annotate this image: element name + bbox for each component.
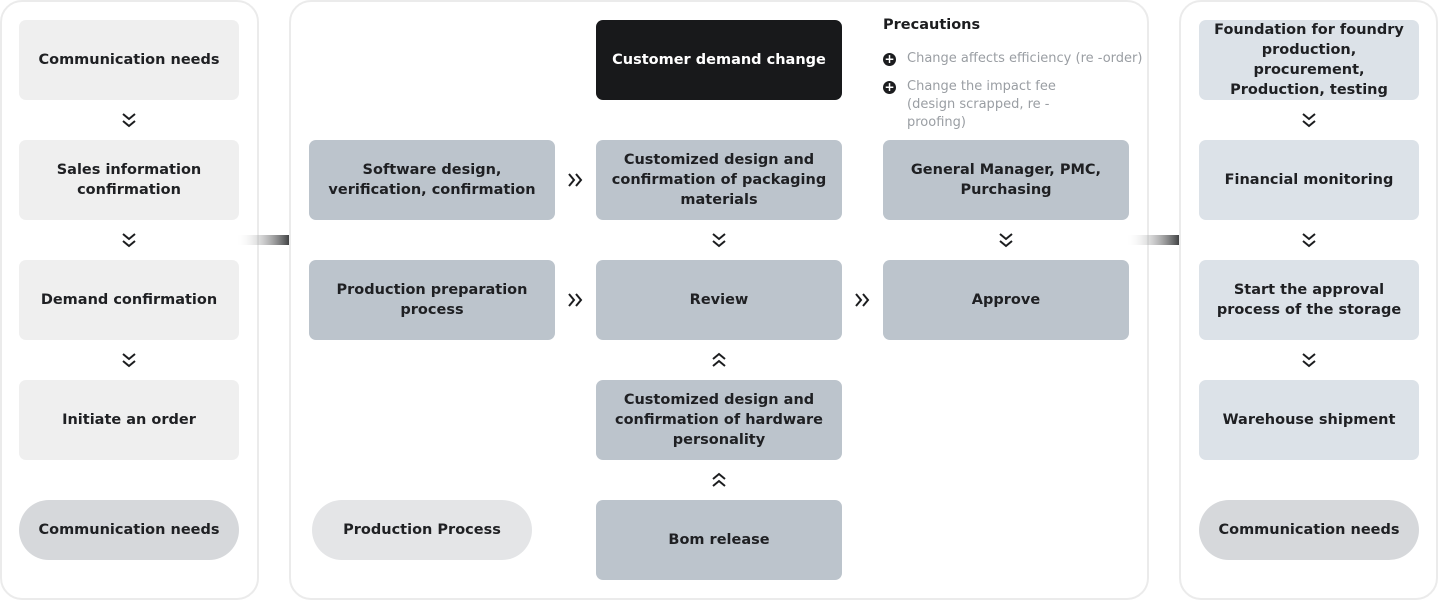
double-chevron-down-icon [1299, 230, 1319, 250]
plus-circle-icon: + [883, 52, 896, 66]
double-chevron-right-icon [565, 290, 585, 310]
demand-confirmation-box: Demand confirmation [19, 260, 239, 340]
approve-box: Approve [883, 260, 1129, 340]
financial-monitoring-box: Financial monitoring [1199, 140, 1419, 220]
precaution-item: Change affects efficiency (re -order) [907, 51, 1143, 66]
initiate-order-box: Initiate an order [19, 380, 239, 460]
production-process-pill: Production Process [312, 500, 532, 560]
communication-needs-pill: Communication needs [19, 500, 239, 560]
customer-demand-change-box: Customer demand change [596, 20, 842, 100]
precautions-title: Precautions [883, 17, 981, 33]
double-chevron-right-icon [852, 290, 872, 310]
plus-circle-icon: + [883, 80, 896, 94]
foundry-foundation-box: Foundation for foundry production, procu… [1199, 20, 1419, 100]
double-chevron-down-icon [1299, 110, 1319, 130]
precaution-item: Change the impact fee (design scrapped, … [907, 79, 1056, 130]
double-chevron-up-icon [709, 350, 729, 370]
double-chevron-down-icon [996, 230, 1016, 250]
software-design-box: Software design, verification, confirmat… [309, 140, 555, 220]
double-chevron-down-icon [709, 230, 729, 250]
double-chevron-down-icon [119, 110, 139, 130]
double-chevron-right-icon [565, 170, 585, 190]
production-preparation-box: Production preparation process [309, 260, 555, 340]
general-manager-box: General Manager, PMC, Purchasing [883, 140, 1129, 220]
double-chevron-down-icon [1299, 350, 1319, 370]
hardware-design-box: Customized design and confirmation of ha… [596, 380, 842, 460]
communication-needs-pill: Communication needs [1199, 500, 1419, 560]
bom-release-box: Bom release [596, 500, 842, 580]
packaging-design-box: Customized design and confirmation of pa… [596, 140, 842, 220]
double-chevron-up-icon [709, 470, 729, 490]
sales-information-confirmation-box: Sales information confirmation [19, 140, 239, 220]
double-chevron-down-icon [119, 350, 139, 370]
communication-needs-box: Communication needs [19, 20, 239, 100]
double-chevron-down-icon [119, 230, 139, 250]
warehouse-shipment-box: Warehouse shipment [1199, 380, 1419, 460]
review-box: Review [596, 260, 842, 340]
storage-approval-box: Start the approval process of the storag… [1199, 260, 1419, 340]
